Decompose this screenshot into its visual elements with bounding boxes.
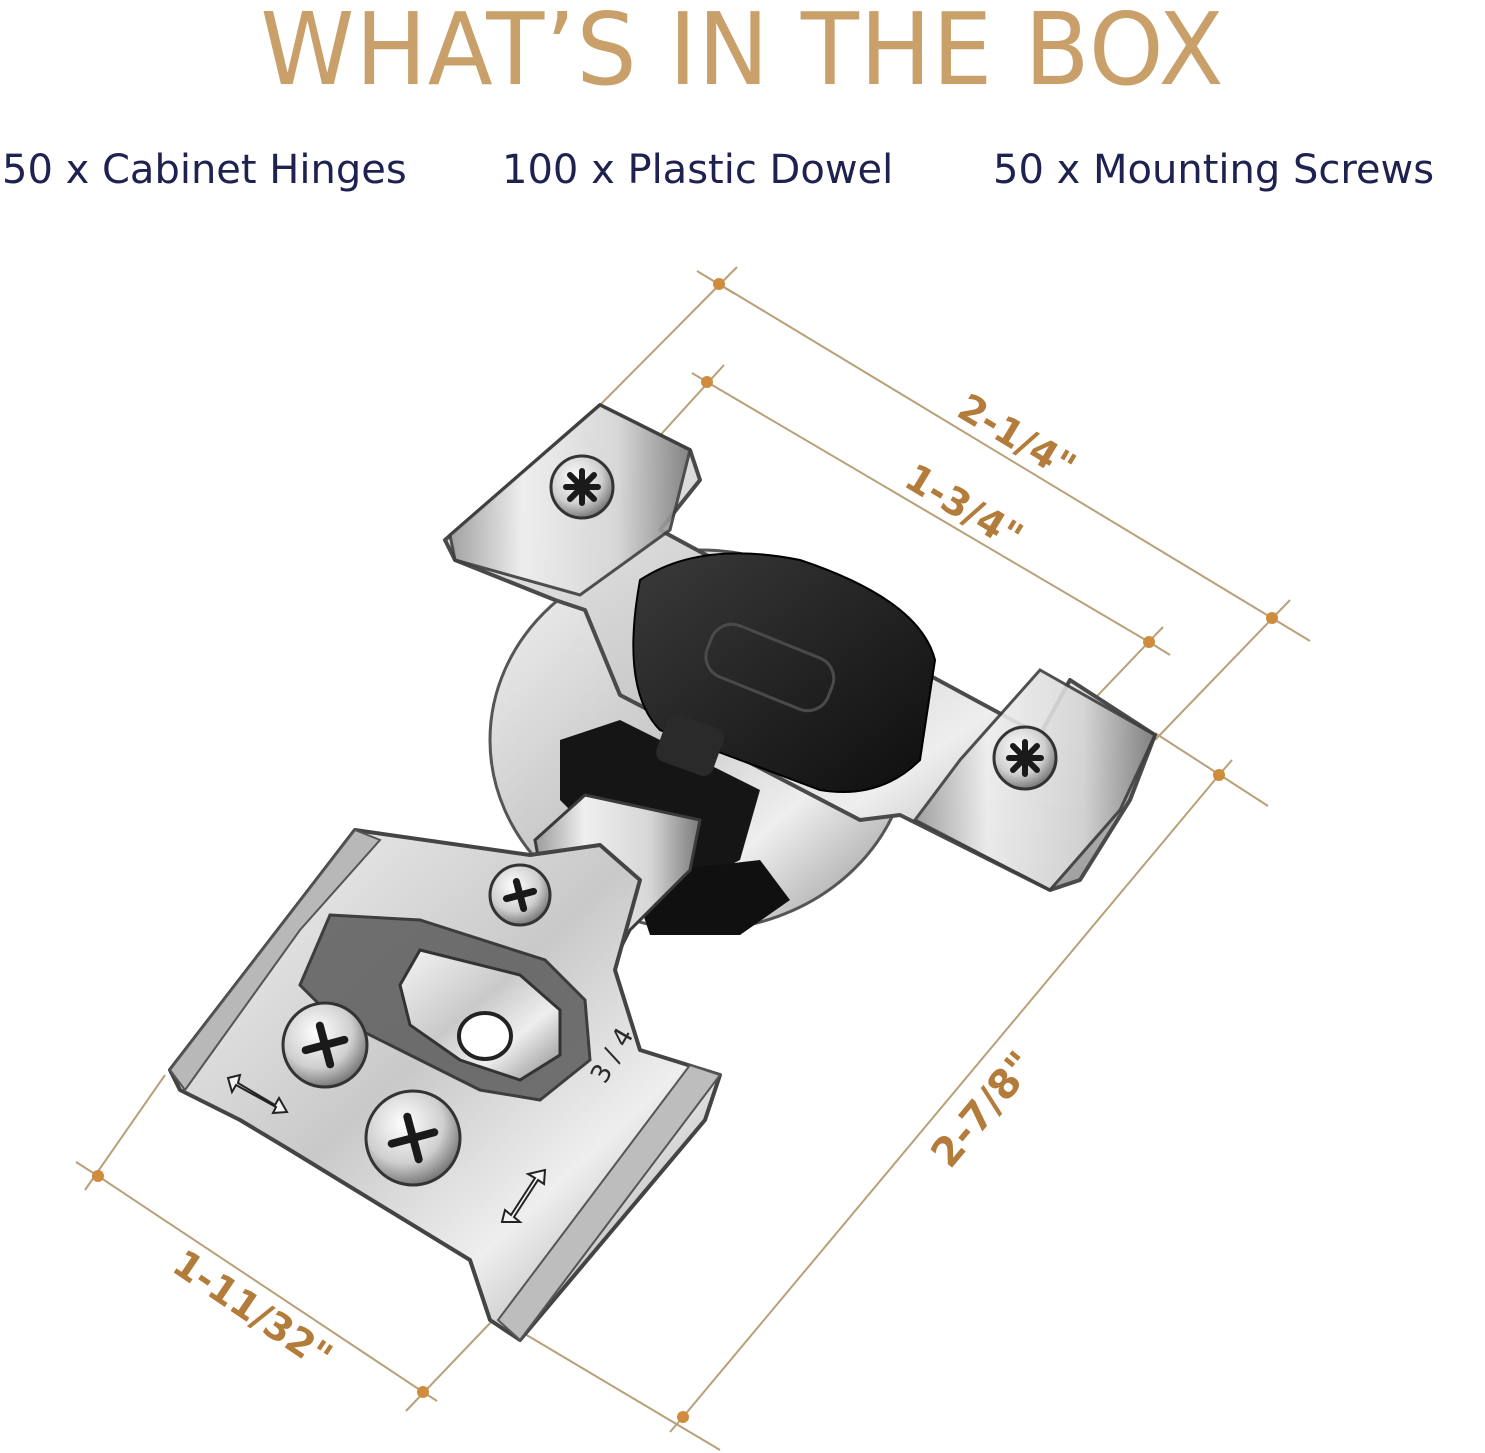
dim-label-overall-width: 2-1/4"	[950, 385, 1083, 489]
adjust-arrow-icon	[500, 1168, 547, 1223]
contents-item-screws: 50 x Mounting Screws	[993, 147, 1435, 193]
contents-item-dowels: 100 x Plastic Dowel	[502, 147, 894, 193]
screw-icon	[281, 1001, 369, 1089]
page-title: WHAT’S IN THE BOX	[260, 0, 1225, 108]
screw-icon	[364, 1089, 462, 1187]
box-contents-list: 50 x Cabinet Hinges 100 x Plastic Dowel …	[0, 140, 1485, 200]
dimension-dots	[92, 278, 1278, 1423]
screw-icon	[549, 454, 615, 520]
contents-item-hinges: 50 x Cabinet Hinges	[2, 147, 407, 193]
screw-icon	[488, 863, 552, 927]
dim-label-screw-spacing: 1-3/4"	[897, 455, 1030, 559]
screw-icon	[992, 725, 1058, 791]
adjust-arrow-icon	[226, 1073, 289, 1115]
dim-label-plate-width: 1-11/32"	[165, 1241, 340, 1379]
